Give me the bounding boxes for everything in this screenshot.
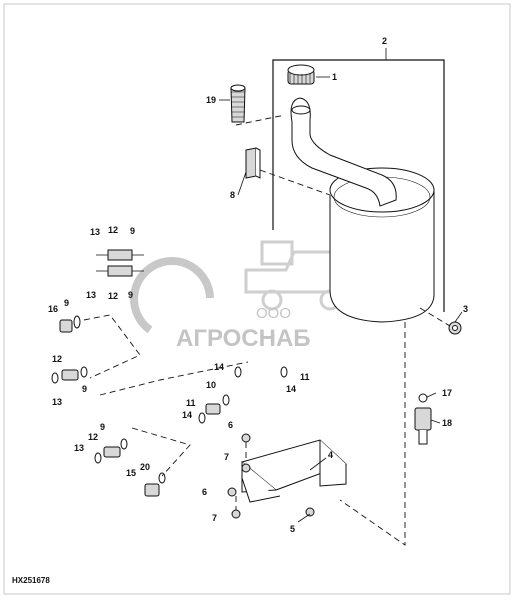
drain-fitting [448, 321, 462, 335]
connection-lines [83, 114, 451, 546]
callout-9b: 9 [128, 290, 133, 300]
callout-1: 1 [332, 72, 337, 82]
callout-13b: 13 [86, 290, 96, 300]
callout-11a: 11 [186, 398, 196, 408]
filler-neck [290, 97, 397, 207]
diagram-border [3, 3, 511, 595]
callout-7b: 7 [212, 513, 217, 523]
callout-19: 19 [206, 95, 216, 105]
callout-5: 5 [290, 524, 295, 534]
figure-reference: HX251678 [12, 576, 50, 585]
callout-9a: 9 [130, 226, 135, 236]
callout-13a: 13 [90, 227, 100, 237]
callout-20: 20 [140, 462, 150, 472]
callout-12c: 12 [52, 354, 62, 364]
callout-14a: 14 [214, 362, 224, 372]
callout-16: 16 [48, 304, 58, 314]
fuel-sensor [414, 393, 432, 445]
callout-12b: 12 [108, 291, 118, 301]
callout-13d: 13 [74, 443, 84, 453]
callout-6b: 6 [202, 487, 207, 497]
callout-17: 17 [442, 388, 452, 398]
tank-bracket [245, 147, 261, 179]
callout-3: 3 [463, 304, 468, 314]
strainer-screen [230, 84, 246, 123]
fuel-tank-assembly [272, 59, 445, 323]
callout-15: 15 [126, 468, 136, 478]
tank-strap [240, 439, 347, 503]
callout-9e: 9 [100, 422, 105, 432]
fittings-group [51, 249, 315, 519]
callout-12a: 12 [108, 225, 118, 235]
callout-9c: 9 [64, 298, 69, 308]
callout-6a: 6 [228, 420, 233, 430]
callout-12d: 12 [88, 432, 98, 442]
callout-8: 8 [230, 190, 235, 200]
watermark-line2: АГРОСНАБ [176, 325, 311, 352]
callouts: 1 2 3 4 5 6 6 7 7 8 9 9 9 9 9 10 11 11 1… [48, 36, 468, 534]
filler-cap [287, 64, 315, 85]
callout-7a: 7 [224, 452, 229, 462]
callout-14b: 14 [182, 410, 192, 420]
callout-13c: 13 [52, 397, 62, 407]
callout-10: 10 [206, 380, 216, 390]
callout-4: 4 [328, 450, 333, 460]
callout-9d: 9 [82, 384, 87, 394]
callout-18: 18 [442, 418, 452, 428]
callout-11b: 11 [300, 372, 310, 382]
watermark-line1: ООО [256, 305, 291, 322]
watermark-logo: ООО АГРОСНАБ [130, 240, 352, 352]
callout-14c: 14 [286, 384, 296, 394]
leader-lines [219, 48, 463, 523]
callout-2: 2 [382, 36, 387, 46]
